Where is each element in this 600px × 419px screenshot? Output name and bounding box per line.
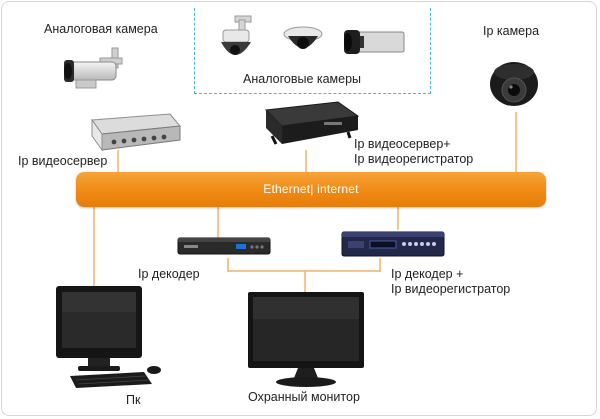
analog-cameras-group	[194, 8, 431, 94]
bullet-camera-icon	[64, 47, 123, 89]
pc-label: Пк	[126, 393, 141, 407]
dome-camera-icon	[283, 26, 323, 49]
speed-dome-camera-icon	[221, 15, 252, 55]
analog-cameras-label: Аналоговые камеры	[243, 72, 362, 86]
ip-camera-label: Ip камера	[483, 24, 540, 38]
videoserver-icon	[91, 113, 181, 152]
ethernet-bus: Ethernet| internet	[76, 172, 546, 207]
ip-decoder-dvr-label-line2: Ip видеорегистратор	[391, 282, 511, 296]
ip-videoserver-label: Ip видеосервер	[18, 154, 108, 168]
decoder-icon	[177, 237, 271, 255]
pc-icon	[56, 286, 161, 388]
ip-videoserver-dvr-label-line2: Ip видеорегистратор	[354, 152, 474, 166]
decoder-dvr-icon	[341, 231, 445, 257]
box-camera-icon	[344, 30, 405, 54]
ip-videoserver-dvr-label-line1: Ip видеосервер+	[354, 137, 451, 151]
analog-camera-label: Аналоговая камера	[44, 22, 158, 36]
videoserver-dvr-icon	[264, 101, 360, 145]
security-monitor-label: Охранный монитор	[248, 390, 360, 404]
security-monitor-icon	[248, 292, 364, 387]
ip-dome-camera-icon	[490, 62, 538, 106]
ip-decoder-label: Ip декодер	[138, 267, 200, 281]
ethernet-label: Ethernet| internet	[263, 182, 359, 196]
ip-decoder-dvr-label-line1: Ip декодер +	[391, 267, 464, 281]
